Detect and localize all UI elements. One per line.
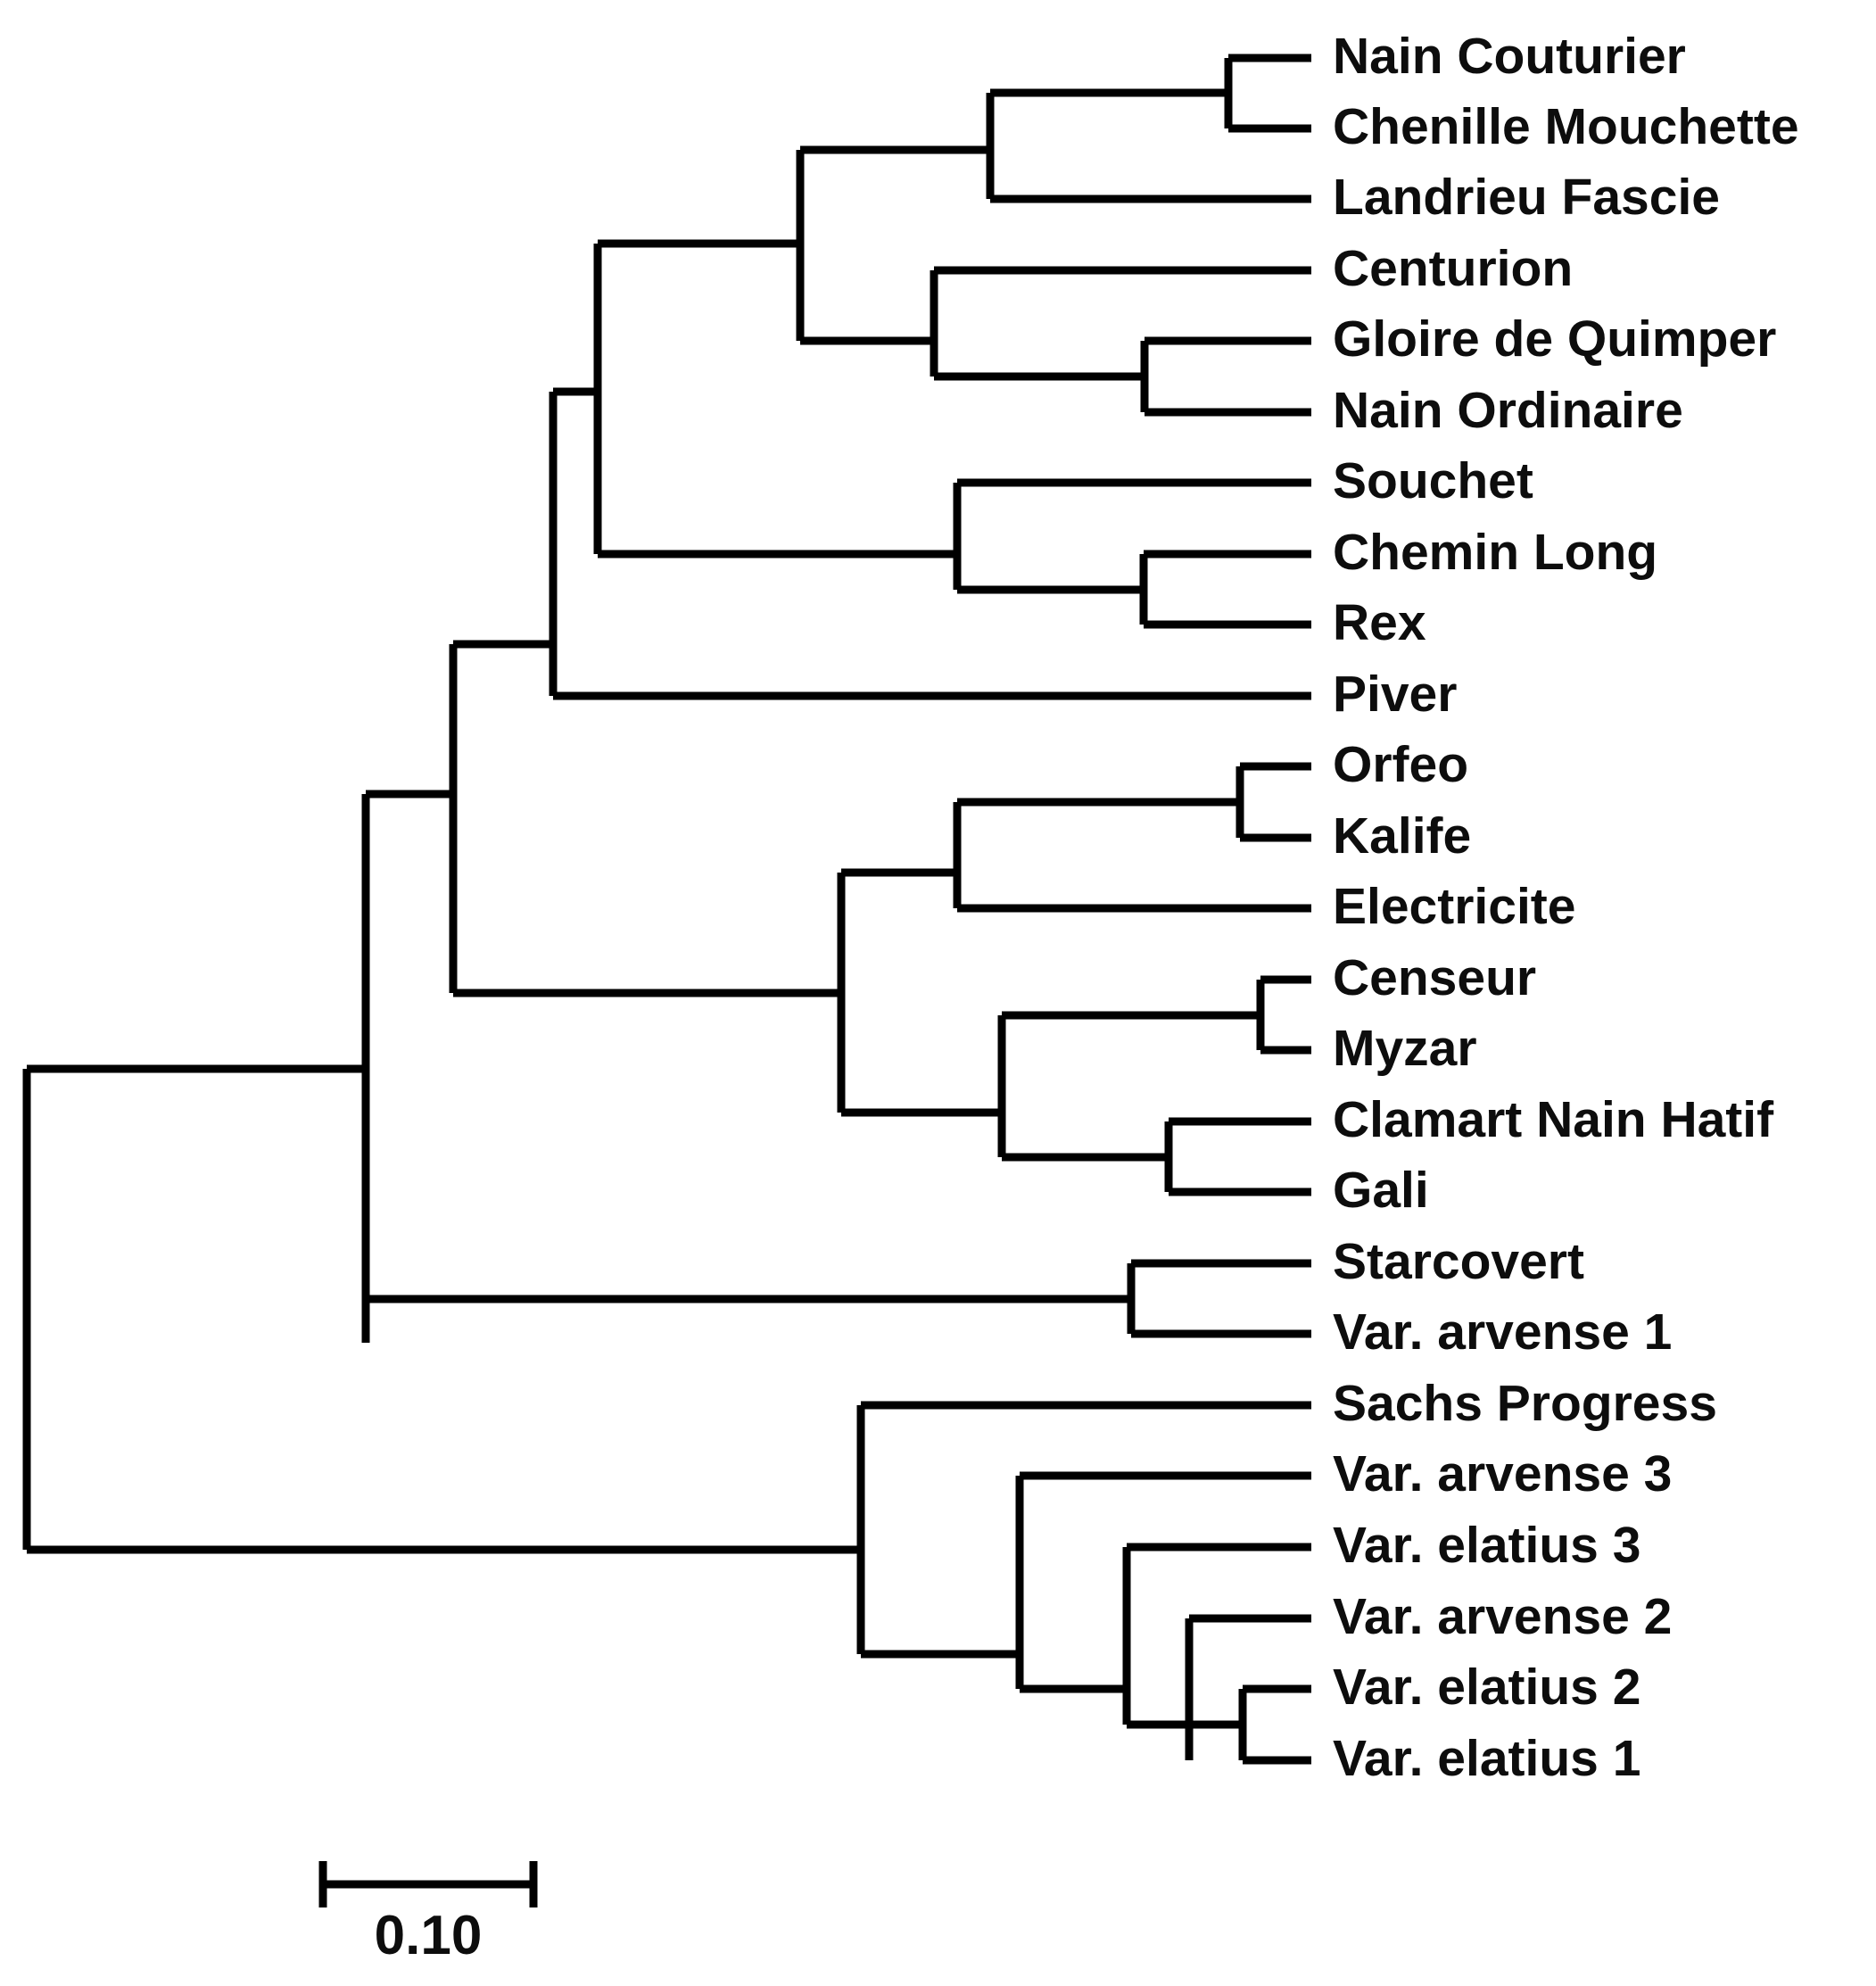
tip-label: Rex — [1333, 594, 1426, 651]
tip-label: Var. arvense 3 — [1333, 1445, 1672, 1502]
branch-lines-group — [22, 54, 1311, 1765]
tip-label: Var. elatius 1 — [1333, 1730, 1640, 1787]
tip-label: Kalife — [1333, 807, 1471, 865]
tip-label: Chemin Long — [1333, 524, 1657, 581]
scale-bar-line — [318, 1861, 538, 1907]
tip-label: Sachs Progress — [1333, 1375, 1717, 1432]
tip-label: Var. arvense 2 — [1333, 1588, 1672, 1645]
tip-label: Orfeo — [1333, 736, 1468, 793]
tip-label: Starcovert — [1333, 1233, 1584, 1290]
tip-label: Nain Ordinaire — [1333, 382, 1683, 439]
tip-label: Gali — [1333, 1162, 1429, 1219]
tip-label: Centurion — [1333, 240, 1573, 297]
tip-label: Clamart Nain Hatif — [1333, 1091, 1774, 1148]
tip-label: Censeur — [1333, 949, 1536, 1006]
tip-label: Landrieu Fascie — [1333, 169, 1720, 226]
tip-label: Myzar — [1333, 1020, 1477, 1077]
tip-label: Nain Couturier — [1333, 28, 1686, 85]
scale-bar-label: 0.10 — [375, 1905, 483, 1966]
scale-bar-group: 0.10 — [318, 1861, 538, 1966]
tip-label: Var. arvense 1 — [1333, 1303, 1672, 1361]
tip-label: Gloire de Quimper — [1333, 310, 1776, 368]
tip-label: Var. elatius 2 — [1333, 1659, 1640, 1716]
tip-label: Electricite — [1333, 878, 1575, 935]
tip-label: Var. elatius 3 — [1333, 1517, 1640, 1574]
tip-label: Chenille Mouchette — [1333, 98, 1799, 155]
tip-label: Piver — [1333, 666, 1457, 723]
tip-label: Souchet — [1333, 452, 1533, 509]
